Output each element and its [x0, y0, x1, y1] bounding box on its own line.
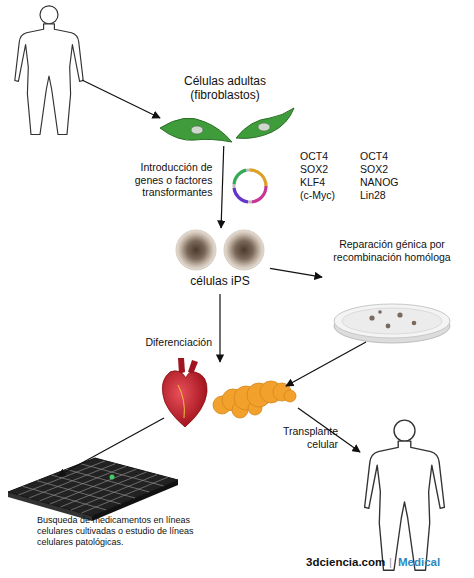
flow-arrow [82, 80, 160, 118]
plasmid-icon [234, 188, 248, 202]
human-figure [15, 6, 83, 135]
node-text: Reparación génica por recombinación homó… [322, 238, 462, 263]
gene-name: KLF4 [300, 176, 360, 189]
well-plate [37, 481, 121, 504]
plasmid-icon [234, 170, 246, 184]
gene-name: SOX2 [300, 163, 360, 176]
flow-arrow [58, 418, 164, 476]
watermark: 3dciencia.com [306, 556, 396, 570]
watermark: Medical [398, 556, 468, 570]
gene-repair-group: Reparación génica por recombinación homó… [322, 236, 462, 342]
fibroblast-cells [236, 108, 294, 138]
petri-dish [397, 312, 402, 317]
well-plate [66, 469, 149, 492]
well-plate [110, 475, 115, 480]
well-plate [19, 461, 168, 513]
petri-dish [412, 321, 417, 326]
arrow-label: Introducción de genes o factores transfo… [114, 161, 212, 199]
petri-dish [334, 304, 450, 338]
well-plate [23, 486, 107, 510]
well-plate [8, 458, 178, 516]
ips-colonies [224, 230, 264, 270]
human-figure [15, 6, 83, 135]
step-label: Transplante celular [270, 425, 338, 450]
pancreas-organ [284, 390, 296, 402]
plasmid-icon [234, 170, 266, 202]
heart-organ [162, 371, 207, 427]
well-plate [8, 458, 178, 521]
flow-arrow [221, 146, 224, 228]
fibroblast-cells [160, 108, 294, 142]
plasmid-icon [250, 170, 266, 186]
gene-name: (c-Myc) [300, 189, 360, 202]
node-text: Busqueda de medicamentos en líneas celul… [37, 515, 209, 547]
gene-name: OCT4 [360, 150, 420, 163]
flow-arrow [219, 294, 220, 362]
flow-arrow [58, 80, 366, 476]
gene-name: NANOG [360, 176, 420, 189]
heart-organ [162, 358, 207, 427]
node-text: Células adultas (fibroblastos) [175, 74, 275, 103]
petri-dish [378, 310, 382, 314]
petri-dish [342, 308, 442, 334]
petri-dish [369, 315, 374, 320]
plasmid-icon [252, 186, 266, 202]
pancreas-organ [213, 381, 296, 418]
well-plate [50, 469, 137, 504]
drug-screening-group: Busqueda de medicamentos en líneas celul… [5, 455, 210, 551]
watermark: | [389, 556, 397, 570]
fibroblast-cells [191, 126, 203, 134]
fibroblast-cells [160, 118, 232, 142]
gene-name: OCT4 [300, 150, 360, 163]
human-figure [365, 420, 445, 570]
petri-dish [386, 324, 391, 329]
petri-dish [334, 304, 450, 343]
plasmid-icon [234, 170, 266, 202]
cell-group: Células adultas (fibroblastos) [150, 70, 300, 146]
ips-group: células iPS [170, 228, 270, 292]
fibroblast-cells [258, 123, 270, 131]
step-label: Diferenciación [120, 336, 212, 349]
node-text: células iPS [170, 274, 270, 288]
human-figure [365, 420, 445, 570]
flow-arrow [286, 342, 366, 386]
heart-organ [178, 385, 184, 418]
well-plate [81, 464, 164, 486]
gene-name: Lin28 [360, 189, 420, 202]
ips-colonies [176, 230, 216, 270]
flow-arrow [270, 268, 322, 277]
gene-name: SOX2 [360, 163, 420, 176]
well-plate [52, 475, 136, 498]
ips-colonies [176, 230, 264, 270]
